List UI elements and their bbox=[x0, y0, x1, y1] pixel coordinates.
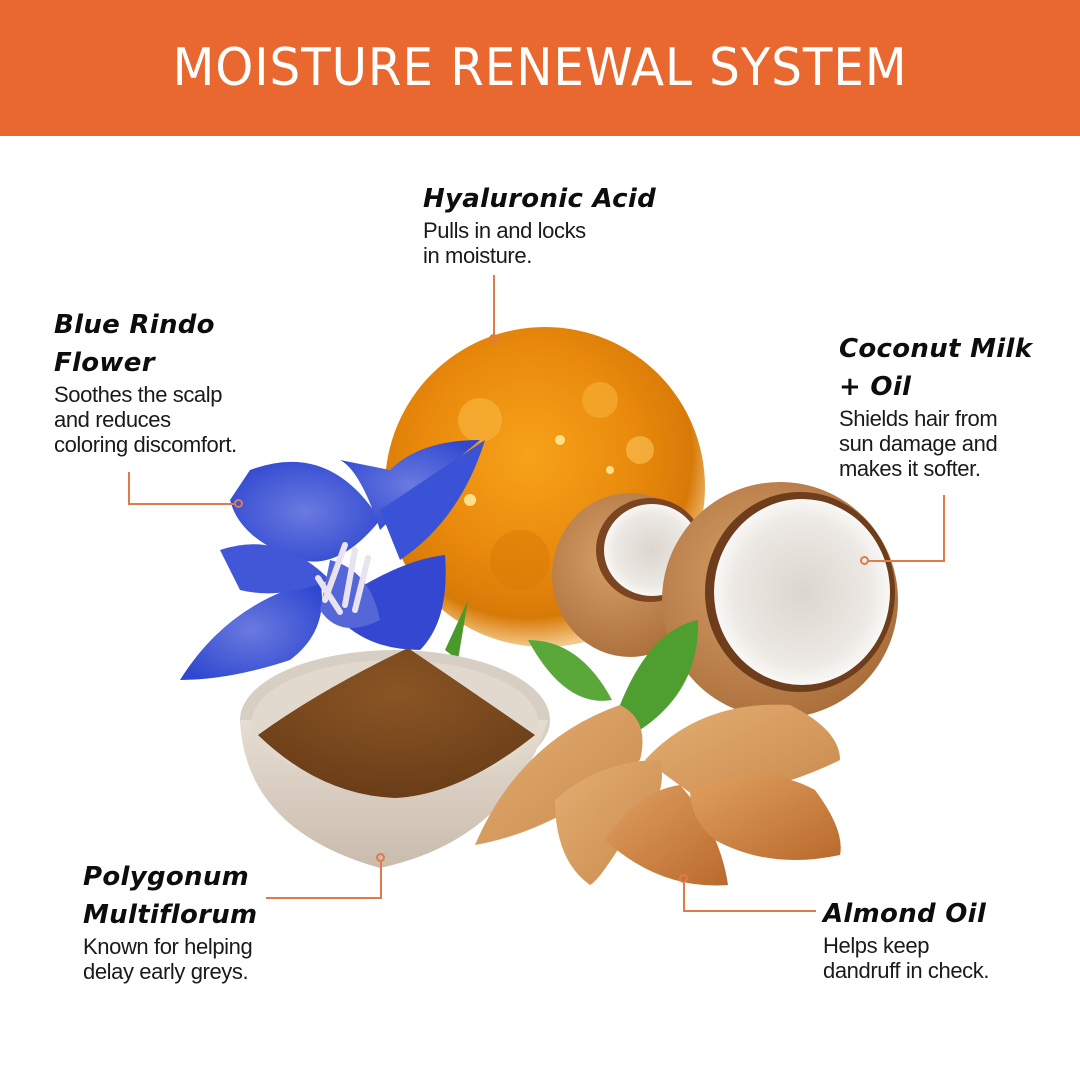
ingredient-name: Polygonum Multiflorum bbox=[83, 858, 257, 934]
description-line: dandruff in check. bbox=[823, 958, 990, 983]
leader-dot-coconut bbox=[860, 556, 869, 565]
leader-line-polygonum-h bbox=[266, 897, 382, 899]
name-line: Blue Rindo bbox=[54, 310, 215, 340]
leader-line-blue-rindo-h bbox=[128, 503, 235, 505]
description-line: Shields hair from bbox=[839, 406, 998, 431]
name-line: Coconut Milk bbox=[839, 334, 1033, 364]
callout-blue-rindo-flower: Blue Rindo Flower Soothes the scalp and … bbox=[54, 306, 237, 457]
ingredient-description: Pulls in and locks in moisture. bbox=[423, 218, 656, 268]
leader-line-polygonum bbox=[380, 862, 382, 898]
ingredient-description: Soothes the scalp and reduces coloring d… bbox=[54, 382, 237, 457]
description-line: sun damage and bbox=[839, 431, 998, 456]
blue-rindo-flower-image bbox=[180, 440, 485, 680]
coconut-image bbox=[552, 482, 898, 718]
name-line: Polygonum bbox=[83, 862, 250, 892]
name-line: + Oil bbox=[839, 372, 912, 402]
leader-line-almond bbox=[683, 883, 685, 911]
ingredient-name: Hyaluronic Acid bbox=[423, 184, 657, 214]
description-line: makes it softer. bbox=[839, 456, 981, 481]
ingredient-name: Coconut Milk + Oil bbox=[839, 330, 1032, 406]
description-line: Known for helping bbox=[83, 934, 253, 959]
description-line: coloring discomfort. bbox=[54, 432, 237, 457]
description-line: in moisture. bbox=[423, 243, 532, 268]
hyaluronic-gel-image bbox=[385, 327, 705, 647]
leader-dot-blue-rindo bbox=[234, 499, 243, 508]
description-line: Soothes the scalp bbox=[54, 382, 223, 407]
description-line: delay early greys. bbox=[83, 959, 249, 984]
description-line: Helps keep bbox=[823, 933, 930, 958]
polygonum-powder-bowl-image bbox=[240, 648, 550, 868]
callout-coconut-milk-oil: Coconut Milk + Oil Shields hair from sun… bbox=[839, 330, 1032, 481]
ingredient-description: Known for helping delay early greys. bbox=[83, 934, 257, 984]
header-banner: MOISTURE RENEWAL SYSTEM bbox=[0, 0, 1080, 136]
almond-image bbox=[475, 704, 841, 886]
ingredient-description: Shields hair from sun damage and makes i… bbox=[839, 406, 1032, 481]
ingredient-name: Almond Oil bbox=[823, 899, 987, 929]
leader-dot-almond bbox=[679, 874, 688, 883]
page-title: MOISTURE RENEWAL SYSTEM bbox=[172, 38, 908, 98]
callout-hyaluronic-acid: Hyaluronic Acid Pulls in and locks in mo… bbox=[423, 180, 656, 268]
leader-dot-polygonum bbox=[376, 853, 385, 862]
leader-line-blue-rindo bbox=[128, 472, 130, 504]
callout-almond-oil: Almond Oil Helps keep dandruff in check. bbox=[823, 895, 989, 983]
leader-line-almond-h bbox=[683, 910, 816, 912]
ingredient-description: Helps keep dandruff in check. bbox=[823, 933, 989, 983]
description-line: and reduces bbox=[54, 407, 171, 432]
leader-line-coconut bbox=[943, 495, 945, 561]
leader-dot-hyaluronic bbox=[489, 334, 498, 343]
leader-line-coconut-h bbox=[868, 560, 945, 562]
leaves-image bbox=[528, 620, 699, 730]
name-line: Flower bbox=[54, 348, 155, 378]
description-line: Pulls in and locks bbox=[423, 218, 586, 243]
callout-polygonum-multiflorum: Polygonum Multiflorum Known for helping … bbox=[83, 858, 257, 984]
ingredient-name: Blue Rindo Flower bbox=[54, 306, 237, 382]
name-line: Multiflorum bbox=[83, 900, 258, 930]
leader-line-hyaluronic bbox=[493, 275, 495, 335]
